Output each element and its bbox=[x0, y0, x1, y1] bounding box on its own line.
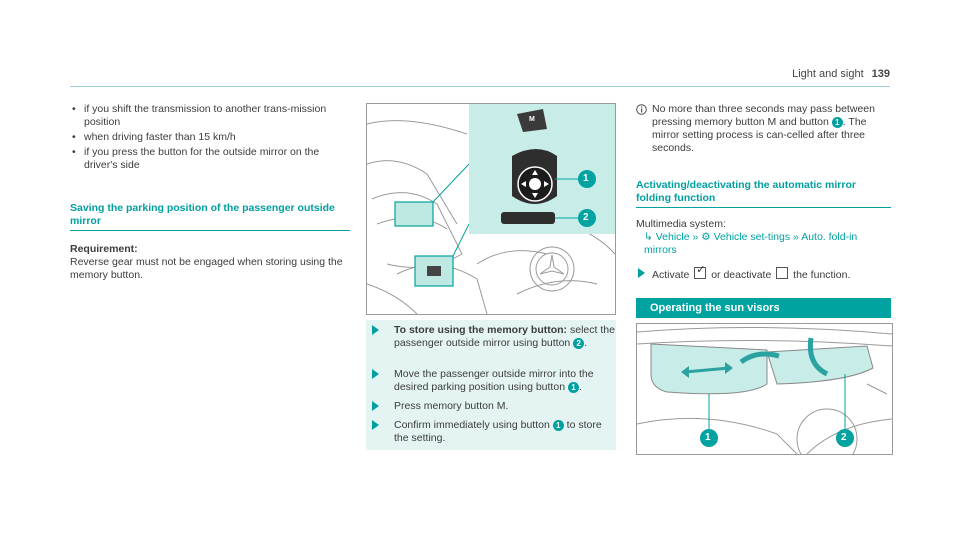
note-text: . The mirror setting process is can-cell… bbox=[652, 116, 867, 154]
checkbox-empty-icon bbox=[776, 267, 789, 279]
sun-visor-banner: Operating the sun visors bbox=[636, 298, 891, 318]
sun-visor-illustration bbox=[637, 326, 892, 454]
step-tail: . bbox=[584, 337, 588, 349]
callout-1-icon: 1 bbox=[831, 116, 843, 128]
info-note: No more than three seconds may pass betw… bbox=[636, 103, 891, 155]
double-chevron-icon: » bbox=[692, 231, 699, 243]
page-number: 139 bbox=[871, 68, 890, 80]
door-panel-illustration bbox=[367, 104, 615, 314]
menu-vehicle-settings[interactable]: Vehicle set-tings bbox=[713, 231, 791, 243]
column-1: if you shift the transmission to another… bbox=[70, 103, 350, 282]
chapter-title: Light and sight bbox=[792, 68, 864, 80]
step-1: To store using the memory button: select… bbox=[366, 324, 616, 350]
menu-path: Multimedia system: ↳ Vehicle » ⚙ Vehicle… bbox=[636, 218, 891, 257]
section-heading: Saving the parking position of the passe… bbox=[70, 202, 350, 231]
step-tail: to store the setting. bbox=[394, 419, 602, 444]
step-arrow-icon bbox=[372, 420, 379, 430]
action-text: or deactivate bbox=[708, 269, 772, 281]
step-arrow-icon bbox=[372, 369, 379, 379]
visor-callout-2: 2 bbox=[841, 432, 847, 443]
requirement-block: Requirement: Reverse gear must not be en… bbox=[70, 243, 350, 282]
step-arrow-icon bbox=[638, 268, 645, 278]
column-3: No more than three seconds may pass betw… bbox=[636, 103, 891, 282]
step-text: Move the passenger outside mirror into t… bbox=[394, 368, 594, 393]
step-tail: . bbox=[578, 381, 582, 393]
step-4: Confirm immediately using button 1 to st… bbox=[366, 419, 616, 445]
condition-list: if you shift the transmission to another… bbox=[70, 103, 350, 172]
action-text: the function. bbox=[790, 269, 851, 281]
list-item: when driving faster than 15 km/h bbox=[70, 131, 350, 144]
requirement-text: Reverse gear must not be engaged when st… bbox=[70, 256, 343, 281]
sun-visor-figure: 1 2 bbox=[636, 323, 893, 455]
running-header: Light and sight 139 bbox=[792, 68, 890, 80]
callout-1-icon: 1 bbox=[567, 381, 579, 393]
memory-button-label: M bbox=[529, 116, 535, 123]
note-text: No more than three seconds may pass betw… bbox=[652, 103, 875, 128]
instruction-steps: To store using the memory button: select… bbox=[366, 320, 616, 450]
step-2: Move the passenger outside mirror into t… bbox=[366, 368, 616, 394]
callout-2-icon: 2 bbox=[573, 337, 585, 349]
menu-vehicle[interactable]: Vehicle bbox=[655, 231, 690, 243]
action-text: Activate bbox=[652, 269, 690, 281]
step-3: Press memory button M. bbox=[366, 400, 616, 413]
list-item: if you press the button for the outside … bbox=[70, 146, 350, 172]
visor-callout-1: 1 bbox=[705, 432, 711, 443]
action-step: Activate or deactivate the function. bbox=[636, 264, 891, 282]
callout-2: 2 bbox=[583, 212, 589, 223]
mirror-control-figure: M 1 2 bbox=[366, 103, 616, 315]
list-item: if you shift the transmission to another… bbox=[70, 103, 350, 129]
path-label: Multimedia system: bbox=[636, 218, 726, 230]
checkbox-checked-icon bbox=[694, 264, 707, 279]
callout-1-icon: 1 bbox=[552, 419, 564, 431]
step-text: select the passenger outside mirror usin… bbox=[394, 324, 615, 349]
double-chevron-icon: » bbox=[793, 231, 799, 243]
settings-icon: ⚙ bbox=[701, 231, 711, 243]
info-icon bbox=[636, 104, 647, 115]
path-line: ↳ Vehicle » ⚙ Vehicle set-tings » Auto. … bbox=[636, 231, 891, 257]
callout-1: 1 bbox=[583, 173, 589, 184]
header-rule bbox=[70, 86, 890, 87]
menu-arrow-icon: ↳ bbox=[644, 231, 653, 243]
step-text: Confirm immediately using button bbox=[394, 419, 553, 431]
menu-auto-fold[interactable]: Auto. fold-in mirrors bbox=[644, 231, 858, 256]
requirement-label: Requirement: bbox=[70, 243, 138, 255]
step-arrow-icon bbox=[372, 325, 379, 335]
step-arrow-icon bbox=[372, 401, 379, 411]
step-title: To store using the memory button: bbox=[394, 324, 568, 336]
step-text: Press memory button M. bbox=[394, 400, 509, 412]
section-heading: Activating/deactivating the automatic mi… bbox=[636, 179, 891, 208]
